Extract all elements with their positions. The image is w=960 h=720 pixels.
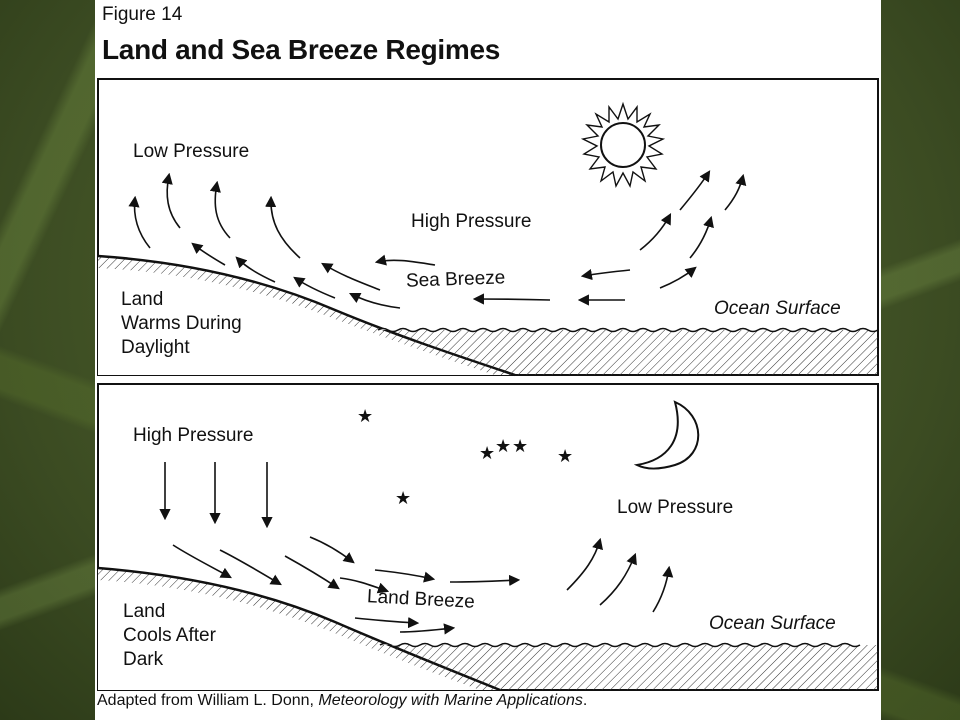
sun-icon [580,101,666,189]
night-ocean-hatch [380,645,878,690]
night-ocean-surface-label: Ocean Surface [709,613,836,634]
figure-label: Figure 14 [102,4,183,25]
day-arrow-up-3 [679,170,711,211]
day-land-label-line3: Daylight [121,337,190,358]
figure-slide: Figure 14 Land and Sea Breeze Regimes [95,0,881,720]
star-icon: ★ [557,446,573,467]
star-icon: ★ [395,488,411,509]
sea-breeze-label: Sea Breeze [405,267,506,292]
day-arrow-rise-1 [128,195,151,249]
day-arrow-right-1 [659,266,697,289]
day-arrow-rise-3 [209,180,231,239]
day-arrow-left-4 [321,262,381,291]
day-arrow-left-3 [293,276,336,299]
night-arrow-right-9 [374,569,436,583]
figure-title: Land and Sea Breeze Regimes [102,34,501,65]
day-wind-arrows [128,170,747,309]
night-arrow-up-3 [652,565,674,613]
star-icon: ★ [479,443,495,464]
night-wind-arrows [159,462,674,635]
day-arrow-left-9 [580,269,631,281]
night-land-label-line1: Land [123,601,166,622]
night-high-pressure-label: High Pressure [133,425,254,446]
night-arrow-right-7 [399,623,456,635]
star-icon: ★ [495,436,511,457]
night-land-hatch [98,568,500,690]
credit-suffix: . [582,692,588,709]
day-ocean-surface-label: Ocean Surface [714,298,841,319]
diagram-graphics: ★ ★ ★ ★ ★ ★ [97,78,879,692]
day-arrow-left-6 [374,254,436,266]
day-land-hatch [98,256,515,375]
night-land-label-line3: Dark [123,649,164,670]
moon-icon [633,400,700,470]
day-arrow-up-1 [689,215,714,259]
day-arrow-left-7 [472,293,551,305]
night-arrow-right-8 [449,574,521,587]
night-land-body [98,568,500,690]
night-arrow-right-3 [284,555,340,590]
stars-icon: ★ ★ ★ ★ ★ ★ [357,406,573,509]
credit-prefix: Adapted from William L. Donn, [97,692,319,709]
night-arrow-right-6 [354,616,420,629]
day-ocean-waves [377,327,879,333]
star-icon: ★ [512,436,528,457]
credit-book-title: Meteorology with Marine Applications [318,692,583,709]
night-land-label-line2: Cools After [123,625,216,646]
day-arrow-left-1 [191,242,226,266]
day-land-label-line2: Warms During [121,313,242,334]
day-arrow-rise-2 [161,172,181,229]
night-arrow-right-4 [309,536,355,564]
night-arrow-up-2 [599,552,637,606]
day-arrow-left-2 [235,256,276,283]
day-low-pressure-label: Low Pressure [133,141,250,162]
day-land-label-line1: Land [121,289,164,310]
night-arrow-right-2 [219,549,282,586]
day-arrow-up-2 [639,213,672,251]
night-arrow-up-1 [566,537,603,591]
night-low-pressure-label: Low Pressure [617,497,734,518]
day-high-pressure-label: High Pressure [411,211,532,232]
day-arrow-up-4 [724,173,747,211]
figure-credit: Adapted from William L. Donn, Meteorolog… [97,692,587,710]
night-arrow-right-5 [339,577,390,594]
night-ocean-waves [379,642,861,648]
star-icon: ★ [357,406,373,427]
night-arrow-right-1 [172,544,232,579]
day-ocean-hatch [378,330,878,375]
day-arrow-rise-4 [265,195,301,259]
day-arrow-left-5 [348,292,401,309]
